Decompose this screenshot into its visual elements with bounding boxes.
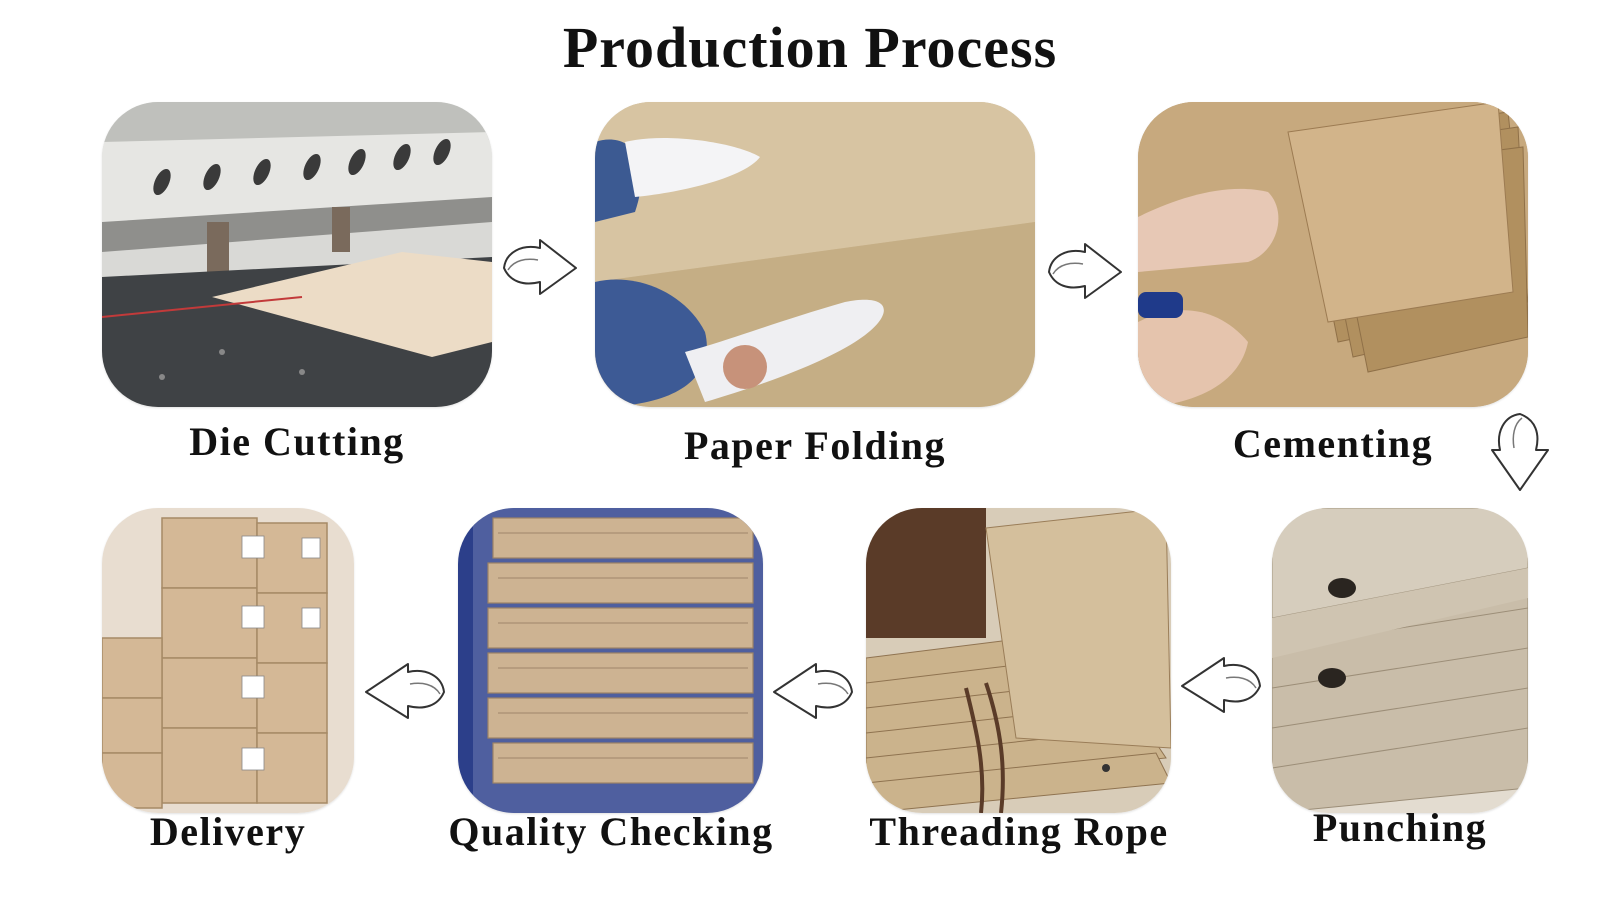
arrow-left-icon [770, 662, 856, 720]
arrow-down-icon [1491, 410, 1550, 494]
punching-photo [1272, 508, 1528, 813]
step-label-cementing: Cementing [1232, 421, 1434, 466]
paper-folding-photo [595, 102, 1035, 407]
step-label-paper-folding: Paper Folding [683, 423, 947, 468]
step-label-die-cutting: Die Cutting [189, 419, 405, 464]
cementing-photo [1138, 102, 1528, 407]
delivery-photo [102, 508, 354, 813]
step-label-threading-rope: Threading Rope [869, 809, 1169, 854]
step-label-delivery: Delivery [149, 809, 307, 854]
step-label-quality-checking: Quality Checking [448, 809, 774, 854]
arrow-right-icon [500, 238, 580, 296]
arrow-left-icon [1178, 656, 1264, 714]
arrow-right-icon [1045, 242, 1125, 300]
threading-rope-photo [866, 508, 1171, 813]
step-label-punching: Punching [1312, 805, 1488, 850]
quality-checking-photo [458, 508, 763, 813]
arrow-left-icon [362, 662, 448, 720]
die-cutting-photo [102, 102, 492, 407]
page-title: Production Process [562, 15, 1058, 80]
